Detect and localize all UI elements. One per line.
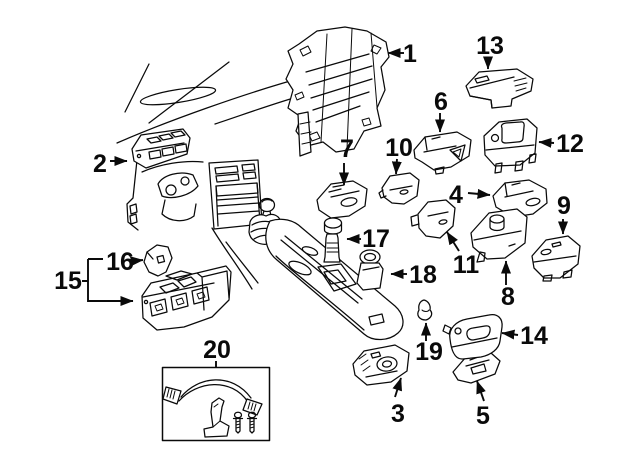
callout-5-arrow — [476, 380, 486, 402]
callout-4: 4 — [449, 181, 491, 209]
part-9-drawing — [531, 235, 581, 282]
callout-3-label: 3 — [391, 400, 405, 428]
part-20-kit-box — [161, 366, 271, 442]
callout-10: 10 — [385, 134, 413, 175]
callout-20-label: 20 — [203, 336, 231, 364]
callout-11-arrow — [446, 231, 460, 252]
callout-4-label: 4 — [449, 181, 463, 209]
callout-9: 9 — [557, 192, 571, 235]
screw-drawing — [246, 411, 258, 434]
callout-4-arrow — [467, 188, 491, 199]
callout-14: 14 — [501, 322, 548, 350]
callout-18: 18 — [390, 261, 437, 289]
callout-17-label: 17 — [362, 225, 390, 253]
part-8-drawing — [470, 208, 528, 263]
part-17-drawing — [323, 217, 343, 263]
callout-19: 19 — [415, 322, 443, 366]
part-12-drawing — [483, 118, 538, 174]
callout-10-label: 10 — [385, 134, 413, 162]
callout-8: 8 — [501, 260, 515, 311]
callout-16: 16 — [106, 248, 144, 276]
callout-10-arrow — [391, 158, 402, 175]
callout-14-label: 14 — [520, 322, 548, 350]
callout-1: 1 — [387, 40, 417, 68]
callout-15: 15 — [54, 258, 134, 306]
part-10-drawing — [378, 172, 420, 205]
callout-3-arrow — [392, 377, 403, 398]
part-14-drawing — [442, 313, 503, 360]
callout-20: 20 — [203, 336, 231, 367]
part-3-drawing — [352, 344, 410, 386]
callout-18-label: 18 — [409, 261, 437, 289]
callout-12: 12 — [538, 130, 584, 158]
part-11-drawing — [410, 199, 456, 239]
callout-15-bracket — [82, 258, 103, 302]
callout-13-label: 13 — [476, 32, 504, 60]
part-2-drawing — [131, 128, 191, 169]
callout-15-label: 15 — [54, 267, 82, 295]
callout-5-label: 5 — [476, 402, 490, 430]
callout-16-label: 16 — [106, 248, 134, 276]
callout-7-label: 7 — [340, 135, 354, 163]
callout-6: 6 — [434, 88, 448, 133]
part-16-drawing — [143, 244, 173, 277]
part-15-drawing — [141, 265, 232, 331]
callout-11-label: 11 — [453, 251, 480, 279]
callout-3: 3 — [391, 377, 405, 428]
callout-6-label: 6 — [434, 88, 448, 116]
callout-5: 5 — [476, 380, 490, 430]
part-1-drawing — [285, 26, 390, 157]
callout-17: 17 — [346, 225, 390, 253]
callout-12-label: 12 — [556, 130, 584, 158]
callout-16-arrow — [130, 256, 144, 267]
part-4-drawing — [492, 179, 548, 218]
callout-2-label: 2 — [93, 150, 107, 178]
bracket-drawing — [203, 397, 230, 438]
callout-12-arrow — [538, 137, 555, 148]
part-19-drawing — [417, 299, 433, 321]
part-13-drawing — [465, 68, 534, 109]
callout-9-label: 9 — [557, 192, 571, 220]
part-6-drawing — [413, 131, 472, 175]
cable-drawing — [178, 379, 252, 403]
callout-2: 2 — [93, 150, 128, 178]
part-7-drawing — [316, 180, 368, 219]
callout-11: 11 — [446, 231, 480, 279]
callout-7: 7 — [339, 135, 354, 186]
part-18-drawing — [356, 249, 384, 291]
screw-drawing — [232, 411, 244, 434]
callout-8-label: 8 — [501, 283, 515, 311]
callout-1-label: 1 — [403, 40, 417, 68]
callout-13: 13 — [476, 32, 504, 70]
callout-14-arrow — [501, 329, 519, 340]
callout-19-label: 19 — [415, 338, 443, 366]
